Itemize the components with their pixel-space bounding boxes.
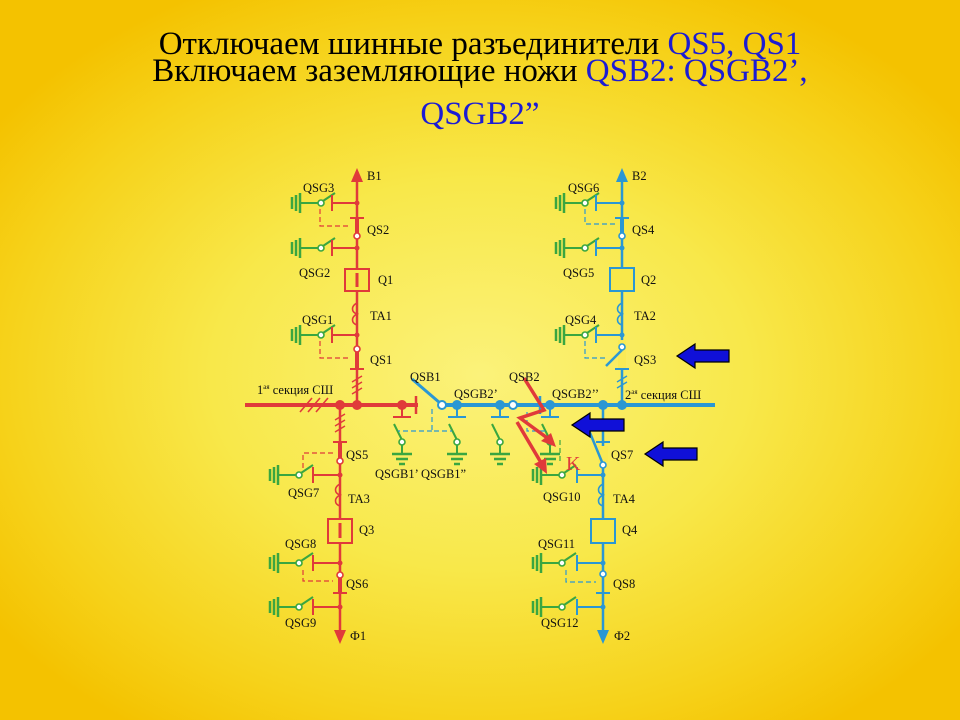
disconnector-qs2[interactable] [353, 232, 361, 240]
label-qs8: QS8 [613, 577, 635, 591]
feeder-f1 [268, 405, 353, 644]
label-ta3: TA3 [348, 492, 370, 506]
label-q3: Q3 [359, 523, 374, 537]
label-b1: B1 [367, 169, 382, 183]
bus-tie-disconnector-qsb2[interactable] [508, 400, 518, 410]
label-qs6: QS6 [346, 577, 368, 591]
title-line-3: QSGB2” [0, 98, 960, 131]
label-qsg3: QSG3 [303, 181, 334, 195]
label-ta1: TA1 [370, 309, 392, 323]
label-qsg1: QSG1 [302, 313, 333, 327]
label-qsgb2-prime: QSGB2’ [454, 387, 498, 401]
label-qs3: QS3 [634, 353, 656, 367]
label-fault-k: K [566, 453, 581, 475]
ground-switch-qsgb1-prime[interactable] [390, 422, 414, 466]
disconnector-qs1[interactable] [353, 345, 361, 353]
ground-switch-qsg1[interactable] [290, 323, 337, 347]
bus-tie-disconnector-qsb1[interactable] [437, 400, 447, 410]
label-qsg11: QSG11 [538, 537, 575, 551]
disconnector-qs8[interactable] [599, 570, 607, 578]
ground-switch-qsg3[interactable] [290, 191, 337, 215]
label-qs2: QS2 [367, 223, 389, 237]
disconnector-qs6[interactable] [336, 571, 344, 579]
label-qsg4: QSG4 [565, 313, 597, 327]
feeder-b2 [554, 168, 635, 405]
ground-switch-qsgb1-double[interactable] [445, 422, 469, 466]
label-qsg12: QSG12 [541, 616, 579, 630]
label-qsgb2-double: QSGB2’’ [552, 387, 599, 401]
label-f1: Ф1 [350, 629, 366, 643]
label-qs5: QS5 [346, 448, 368, 462]
label-q4: Q4 [622, 523, 638, 537]
label-qsg5: QSG5 [563, 266, 594, 280]
title-line-2: Включаем заземляющие ножи QSB2: QSGB2’, [0, 55, 960, 88]
label-qs4: QS4 [632, 223, 655, 237]
ground-switch-qsg5[interactable] [554, 236, 601, 260]
ground-switch-qsg12[interactable] [531, 595, 578, 619]
label-qs7: QS7 [611, 448, 633, 462]
breaker-q4[interactable] [590, 518, 616, 544]
arrow-left-icon [676, 343, 730, 369]
label-section-2: 2ая секция СШ [625, 388, 702, 402]
disconnector-qs4[interactable] [618, 232, 626, 240]
diagram-labels: B1 QSG3 QS2 QSG2 Q1 TA1 QSG1 QS1 B2 QSG6… [257, 169, 702, 643]
label-qsg8: QSG8 [285, 537, 316, 551]
label-qsgb1: QSGB1’ QSGB1” [375, 467, 466, 481]
ground-switch-qsgb2-prime[interactable] [488, 422, 512, 466]
title-highlight: QSB2: QSGB2’, [585, 53, 808, 89]
label-q2: Q2 [641, 273, 656, 287]
disconnector-qs3[interactable] [618, 343, 626, 351]
label-qsg7: QSG7 [288, 486, 319, 500]
title-highlight: QSGB2” [420, 96, 540, 132]
title-text: Включаем заземляющие ножи [152, 53, 586, 89]
ground-switch-qsg9[interactable] [268, 595, 315, 619]
ground-switch-qsg11[interactable] [531, 551, 578, 575]
label-qsg10: QSG10 [543, 490, 581, 504]
ground-switch-qsg6[interactable] [554, 191, 601, 215]
label-f2: Ф2 [614, 629, 630, 643]
label-b2: B2 [632, 169, 647, 183]
disconnector-qs5[interactable] [336, 457, 344, 465]
disconnector-qs7[interactable] [599, 461, 607, 469]
feeder-b1 [290, 168, 370, 405]
label-qsb1: QSB1 [410, 370, 441, 384]
label-q1: Q1 [378, 273, 393, 287]
label-qsg2: QSG2 [299, 266, 330, 280]
label-qsb2: QSB2 [509, 370, 540, 384]
ground-switch-qsg7[interactable] [268, 463, 315, 487]
breaker-q2[interactable] [609, 267, 635, 292]
title-line-1: Отключаем шинные разъединители QS5, QS1 [0, 28, 960, 61]
label-section-1: 1ая секция СШ [257, 383, 334, 397]
fault-lightning-icon [515, 377, 561, 474]
title-highlight: QS5, QS1 [667, 26, 802, 62]
arrow-left-icon [571, 412, 625, 438]
ground-switch-qsg2[interactable] [290, 236, 337, 260]
busbar [245, 377, 715, 466]
feeder-f2 [531, 405, 616, 644]
label-ta4: TA4 [613, 492, 636, 506]
title-text: Отключаем шинные разъединители [158, 26, 668, 62]
ground-switch-qsg8[interactable] [268, 551, 315, 575]
ground-switch-qsg4[interactable] [554, 323, 601, 347]
label-qsg9: QSG9 [285, 616, 316, 630]
label-qsg6: QSG6 [568, 181, 599, 195]
arrow-left-icon [644, 441, 698, 467]
label-qs1: QS1 [370, 353, 392, 367]
label-ta2: TA2 [634, 309, 656, 323]
